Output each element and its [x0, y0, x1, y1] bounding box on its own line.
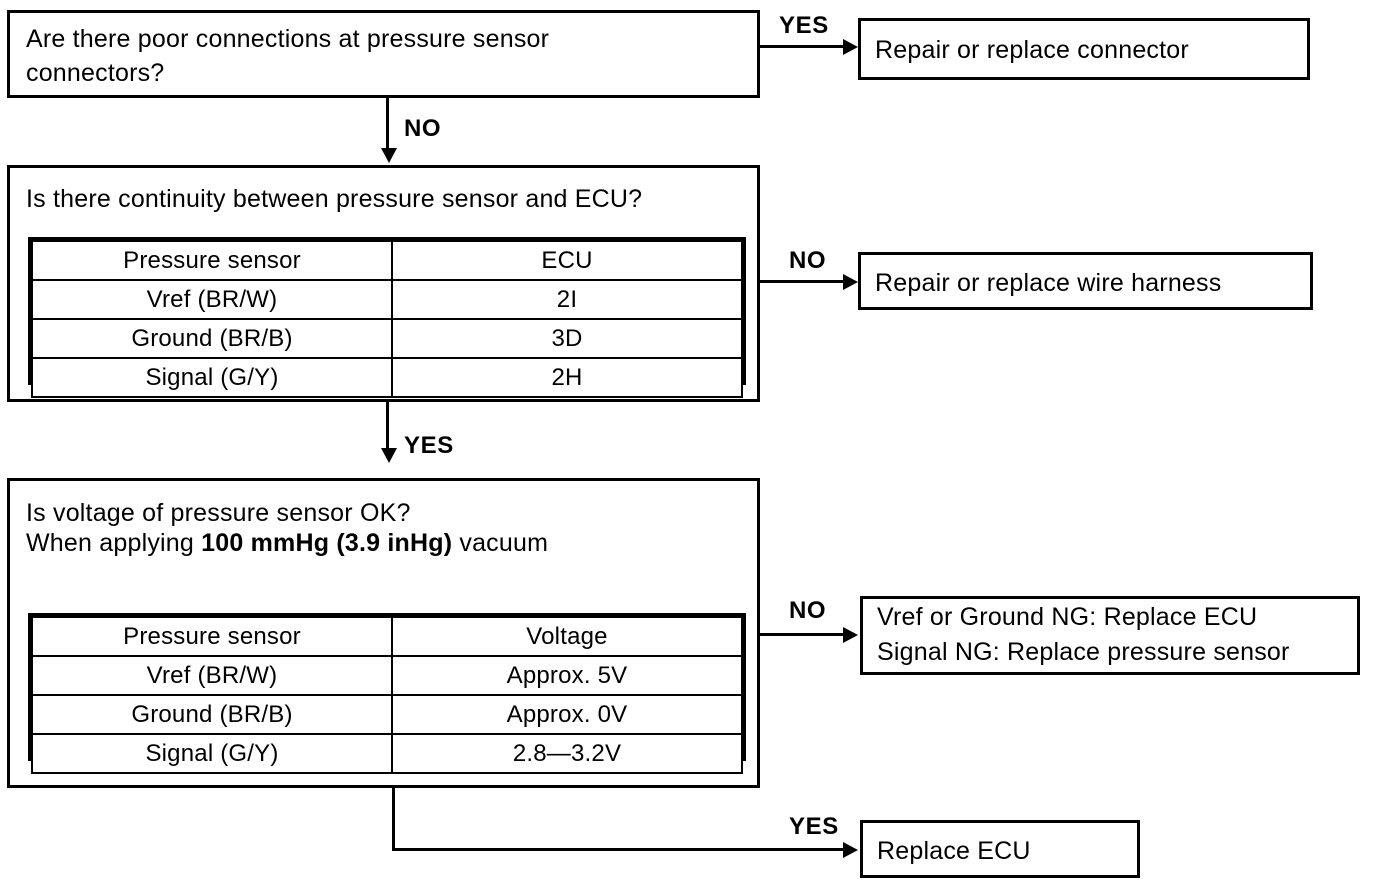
table-row: Ground (BR/B) Approx. 0V [31, 694, 743, 735]
connector-step3-no-arrow [843, 627, 858, 643]
branch-label-step2-no: NO [789, 247, 827, 274]
outcome-box-repair-harness [858, 252, 1313, 310]
table-row: Signal (G/Y) 2.8—3.2V [31, 733, 743, 774]
connector-step1-yes-line [760, 45, 846, 48]
outcome-box-replace-ecu [860, 820, 1140, 878]
outcome-box-repair-connector [858, 18, 1310, 80]
branch-label-step3-no: NO [789, 597, 827, 624]
table-header-pressure-sensor: Pressure sensor [31, 240, 393, 281]
decision-text-step3-line2: When applying 100 mmHg (3.9 inHg) vacuum [26, 526, 746, 560]
table-header-ecu: ECU [391, 240, 743, 281]
decision-text-step3-line1: Is voltage of pressure sensor OK? [26, 499, 411, 527]
table-cell-ground-value: 3D [391, 318, 743, 359]
vacuum-text-prefix: When applying [26, 529, 202, 557]
connector-step1-no-arrow [381, 148, 397, 163]
outcome-text-repair-harness: Repair or replace wire harness [875, 269, 1222, 297]
table-cell-ground-name: Ground (BR/B) [31, 694, 393, 735]
continuity-table: Pressure sensor ECU Vref (BR/W) 2I Groun… [28, 237, 746, 398]
decision-text-step2: Is there continuity between pressure sen… [26, 185, 643, 213]
table-row: Vref (BR/W) 2I [31, 279, 743, 320]
connector-step3-no-line [760, 633, 846, 636]
connector-step2-yes-line [386, 402, 389, 450]
voltage-table: Pressure sensor Voltage Vref (BR/W) Appr… [28, 613, 746, 774]
connector-step1-no-line [386, 98, 389, 150]
outcome-text-ng-result: Vref or Ground NG: Replace ECU Signal NG… [877, 603, 1290, 666]
table-cell-vref-name: Vref (BR/W) [31, 655, 393, 696]
table-cell-vref-value: 2I [391, 279, 743, 320]
branch-label-step1-yes: YES [779, 12, 829, 39]
outcome-text-replace-ecu: Replace ECU [877, 837, 1031, 865]
decision-box-step1 [7, 10, 760, 98]
outcome-box-ng-result [860, 596, 1360, 675]
table-cell-ground-voltage: Approx. 0V [391, 694, 743, 735]
branch-label-step1-no: NO [404, 115, 442, 142]
table-cell-ground-name: Ground (BR/B) [31, 318, 393, 359]
table-cell-vref-name: Vref (BR/W) [31, 279, 393, 320]
outcome-text-repair-connector: Repair or replace connector [875, 36, 1189, 64]
connector-step3-yes-horizontal [392, 848, 847, 851]
table-header-voltage: Voltage [391, 616, 743, 657]
vacuum-value-bold: 100 mmHg (3.9 inHg) [201, 529, 453, 557]
table-header-row: Pressure sensor Voltage [31, 616, 743, 657]
connector-step2-yes-arrow [381, 448, 397, 463]
vacuum-text-suffix: vacuum [452, 529, 549, 557]
table-cell-signal-name: Signal (G/Y) [31, 357, 393, 398]
table-row: Ground (BR/B) 3D [31, 318, 743, 359]
table-cell-vref-voltage: Approx. 5V [391, 655, 743, 696]
branch-label-step2-yes: YES [404, 432, 454, 459]
branch-label-step3-yes: YES [789, 813, 839, 840]
table-header-row: Pressure sensor ECU [31, 240, 743, 281]
decision-text-step1: Are there poor connections at pressure s… [26, 25, 550, 87]
connector-step3-yes-vertical [392, 788, 395, 851]
table-header-pressure-sensor: Pressure sensor [31, 616, 393, 657]
connector-step1-yes-arrow [843, 39, 858, 55]
connector-step2-no-line [760, 280, 846, 283]
connector-step3-yes-arrow [843, 842, 858, 858]
table-cell-signal-name: Signal (G/Y) [31, 733, 393, 774]
table-cell-signal-value: 2H [391, 357, 743, 398]
table-cell-signal-voltage: 2.8—3.2V [391, 733, 743, 774]
table-row: Signal (G/Y) 2H [31, 357, 743, 398]
table-row: Vref (BR/W) Approx. 5V [31, 655, 743, 696]
connector-step2-no-arrow [843, 274, 858, 290]
